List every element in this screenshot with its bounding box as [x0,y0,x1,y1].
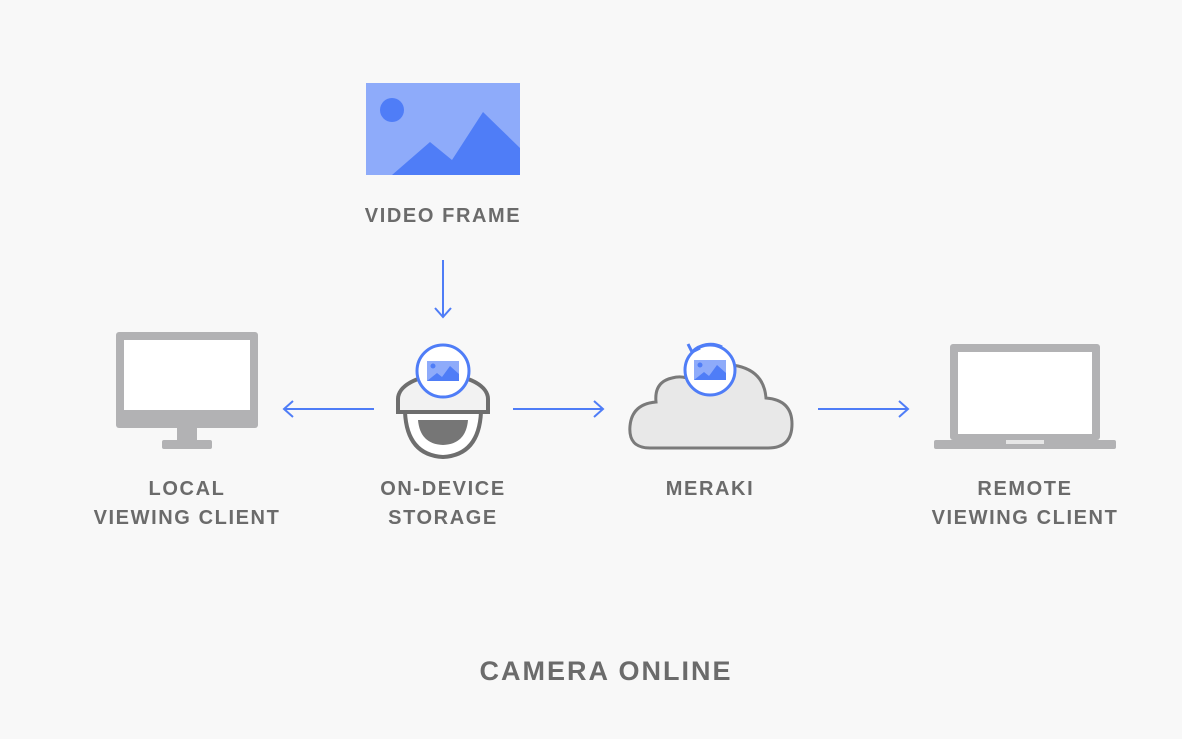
storage-image-badge-icon [415,343,471,399]
storage-label-line2: STORAGE [388,507,498,529]
arrow-frame-to-storage [434,260,452,319]
meraki-node: MERAKI [628,342,794,500]
on-device-storage-node: ON-DEVICE STORAGE [380,343,506,529]
arrow-meraki-to-remote [818,400,910,418]
local-viewing-client-node: LOCAL VIEWING CLIENT [94,332,281,529]
desktop-monitor-icon [116,332,258,449]
arrow-storage-to-meraki [513,400,605,418]
local-client-label-line1: LOCAL [149,478,226,500]
footer-label: CAMERA ONLINE [480,656,733,686]
video-frame-label: VIDEO FRAME [365,205,522,227]
storage-label-line1: ON-DEVICE [380,478,506,500]
meraki-label: MERAKI [666,478,755,500]
meraki-sync-image-icon [683,342,737,397]
local-client-label-line2: VIEWING CLIENT [94,507,281,529]
remote-client-label-line1: REMOTE [977,478,1072,500]
video-frame-node: VIDEO FRAME [365,83,522,227]
remote-viewing-client-node: REMOTE VIEWING CLIENT [932,344,1119,529]
image-icon [366,83,520,175]
remote-client-label-line2: VIEWING CLIENT [932,507,1119,529]
laptop-icon [934,344,1116,449]
arrow-storage-to-local [282,400,374,418]
